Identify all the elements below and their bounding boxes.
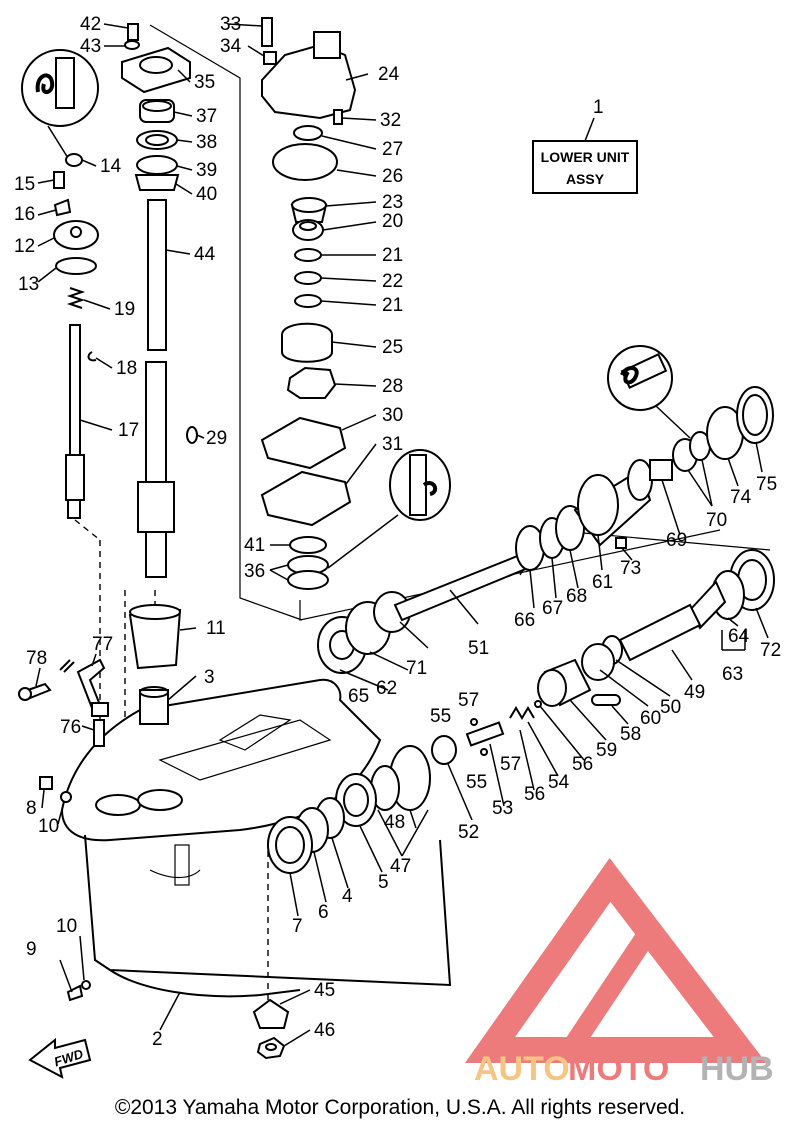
label-42: 42: [80, 14, 101, 35]
label-11: 11: [206, 618, 226, 639]
label-58: 58: [620, 724, 641, 745]
label-44: 44: [194, 244, 216, 265]
label-14: 14: [100, 156, 122, 177]
label-9: 9: [26, 939, 37, 960]
label-67: 67: [542, 598, 563, 619]
label-62: 62: [376, 678, 397, 699]
label-18: 18: [116, 358, 137, 379]
label-39: 39: [196, 160, 217, 181]
label-16: 16: [14, 204, 35, 225]
label-45: 45: [314, 980, 335, 1001]
label-53: 53: [492, 798, 513, 819]
label-40: 40: [196, 184, 217, 205]
label-47: 47: [390, 856, 411, 877]
label-17: 17: [118, 420, 139, 441]
label-48: 48: [384, 812, 405, 833]
label-73: 73: [620, 558, 641, 579]
label-63: 63: [722, 664, 743, 685]
fwd-arrow-icon: FWD: [28, 1037, 92, 1079]
label-13: 13: [18, 274, 39, 295]
label-57b: 57: [500, 754, 521, 775]
label-33: 33: [220, 14, 241, 35]
label-60: 60: [640, 708, 661, 729]
label-76: 76: [60, 717, 81, 738]
label-4: 4: [342, 886, 353, 907]
title-box-line2: ASSY: [566, 171, 605, 187]
label-52: 52: [458, 822, 479, 843]
label-64: 64: [728, 626, 750, 647]
label-27: 27: [382, 139, 403, 160]
label-43: 43: [80, 36, 101, 57]
label-71: 71: [406, 658, 427, 679]
label-46: 46: [314, 1020, 335, 1041]
shift-rod-parts: [18, 49, 109, 1002]
label-30: 30: [382, 405, 403, 426]
label-6: 6: [318, 902, 329, 923]
label-66: 66: [514, 610, 535, 631]
label-38: 38: [196, 132, 217, 153]
propeller-shaft-parts: [252, 345, 775, 1060]
label-8: 8: [26, 798, 37, 819]
label-51: 51: [468, 638, 489, 659]
label-21b: 21: [382, 295, 403, 316]
label-55b: 55: [466, 772, 487, 793]
label-1: 1: [593, 97, 604, 118]
assembly-lines: [74, 24, 771, 1020]
label-59: 59: [596, 740, 617, 761]
label-74: 74: [730, 487, 752, 508]
label-35: 35: [194, 72, 215, 93]
label-61: 61: [592, 572, 613, 593]
copyright-notice: ©2013 Yamaha Motor Corporation, U.S.A. A…: [114, 1096, 686, 1119]
automotohub-watermark-logo: AUTO MOTO HUB: [464, 858, 774, 1088]
watermark-word-auto: AUTO: [474, 1050, 570, 1088]
label-23: 23: [382, 192, 403, 213]
label-50: 50: [660, 697, 681, 718]
label-31: 31: [382, 434, 403, 455]
label-25: 25: [382, 337, 403, 358]
label-36: 36: [244, 561, 265, 582]
label-54: 54: [548, 772, 570, 793]
label-26: 26: [382, 166, 403, 187]
label-21a: 21: [382, 245, 403, 266]
label-57a: 57: [458, 690, 479, 711]
label-19: 19: [114, 299, 135, 320]
label-70: 70: [706, 510, 727, 531]
label-65: 65: [348, 686, 369, 707]
leader-lines: [35, 23, 769, 1047]
label-32: 32: [380, 110, 401, 131]
label-24: 24: [378, 64, 400, 85]
drive-shaft-parts: [121, 23, 198, 725]
label-56b: 56: [572, 754, 593, 775]
label-7: 7: [292, 916, 303, 937]
label-41: 41: [244, 535, 265, 556]
label-15: 15: [14, 174, 35, 195]
watermark-word-moto: MOTO: [568, 1050, 669, 1088]
label-75: 75: [756, 474, 777, 495]
label-34: 34: [220, 36, 242, 57]
part-labels: 1 2 3 4 5 6 7 8 9 10 10 11 12 13 14 15 1…: [14, 14, 781, 1050]
label-72: 72: [760, 640, 781, 661]
label-29: 29: [206, 428, 227, 449]
label-69: 69: [666, 530, 687, 551]
label-56a: 56: [524, 784, 545, 805]
label-12: 12: [14, 236, 35, 257]
watermark-word-hub: HUB: [700, 1050, 774, 1088]
label-3: 3: [204, 667, 215, 688]
label-49: 49: [684, 682, 705, 703]
label-28: 28: [382, 376, 403, 397]
label-37: 37: [196, 106, 217, 127]
label-20: 20: [382, 211, 403, 232]
label-22: 22: [382, 271, 403, 292]
label-68: 68: [566, 586, 587, 607]
label-5: 5: [378, 872, 389, 893]
label-10b: 10: [56, 916, 77, 937]
label-78: 78: [26, 648, 47, 669]
title-box: LOWER UNIT ASSY: [532, 117, 638, 194]
title-box-line1: LOWER UNIT: [541, 149, 630, 165]
label-10a: 10: [38, 816, 59, 837]
label-77: 77: [92, 634, 113, 655]
label-2: 2: [152, 1029, 163, 1050]
label-55a: 55: [430, 706, 451, 727]
